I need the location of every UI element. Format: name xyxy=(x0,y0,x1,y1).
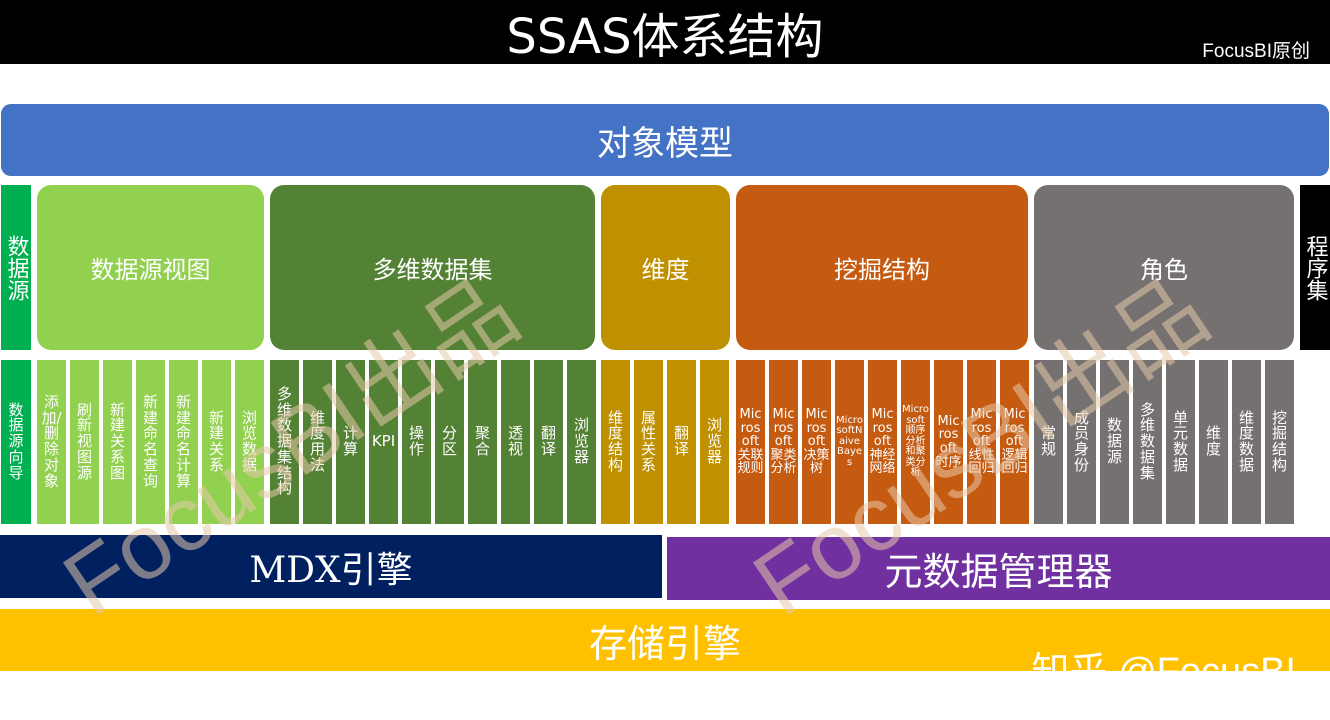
category-dimension: 维度 xyxy=(601,185,730,350)
item-label: 透视 xyxy=(507,424,523,458)
item-label: 属性关系 xyxy=(640,408,656,474)
item-roles: 常规 xyxy=(1034,360,1063,524)
item-label: 新建命名查询 xyxy=(142,392,158,490)
item-label: 多维数据集结构 xyxy=(276,384,292,498)
item-label: 常规 xyxy=(1040,424,1056,458)
item-label: 计算 xyxy=(342,424,358,458)
item-dimension: 维度结构 xyxy=(601,360,630,524)
assembly-side-label: 程序集 xyxy=(1302,234,1328,301)
item-cube: 翻译 xyxy=(534,360,563,524)
item-label: 添加/删除对象 xyxy=(41,392,62,490)
item-dsv: 新建关系 xyxy=(202,360,231,524)
item-label: Microsoft线性回归 xyxy=(968,406,995,477)
item-cube: 多维数据集结构 xyxy=(270,360,299,524)
item-label: Microsoft顺序分析和聚类分析 xyxy=(902,404,929,479)
category-roles: 角色 xyxy=(1034,185,1294,350)
object-model-bar: 对象模型 xyxy=(1,104,1329,176)
item-label: 翻译 xyxy=(673,424,689,458)
category-data-source-view: 数据源视图 xyxy=(37,185,264,350)
item-label: 挖掘结构 xyxy=(1271,408,1287,474)
storage-engine-bar: 存储引擎 xyxy=(0,609,1330,671)
item-label: 浏览器 xyxy=(706,416,722,466)
item-cube: 浏览器 xyxy=(567,360,596,524)
item-cube: 操作 xyxy=(402,360,431,524)
item-roles: 维度数据 xyxy=(1232,360,1261,524)
item-roles: 挖掘结构 xyxy=(1265,360,1294,524)
mdx-engine-bar: MDX引擎 xyxy=(0,535,662,598)
item-label: Microsoft时序 xyxy=(935,413,962,470)
item-label: 聚合 xyxy=(474,424,490,458)
item-mining: Microsoft关联规则 xyxy=(736,360,765,524)
metadata-manager-bar: 元数据管理器 xyxy=(667,537,1330,600)
datasource-side-label: 数据源 xyxy=(3,234,29,301)
item-roles: 维度 xyxy=(1199,360,1228,524)
zhihu-watermark: 知乎 @FocusBI xyxy=(1031,651,1296,693)
item-cube: 聚合 xyxy=(468,360,497,524)
item-label: 数据源向导 xyxy=(8,400,24,482)
item-label: 单元数据 xyxy=(1172,408,1188,474)
item-cube: KPI xyxy=(369,360,398,524)
page-title: SSAS体系结构 xyxy=(506,9,824,65)
item-dimension: 翻译 xyxy=(667,360,696,524)
item-label: Microsoft决策树 xyxy=(803,406,830,477)
item-label: Microsoft聚类分析 xyxy=(770,406,797,477)
item-mining: Microsoft聚类分析 xyxy=(769,360,798,524)
item-dsv: 浏览数据 xyxy=(235,360,264,524)
item-roles: 数据源 xyxy=(1100,360,1129,524)
item-label: MicrosoftNaiveBayes xyxy=(836,414,863,468)
item-label: 分区 xyxy=(441,424,457,458)
item-roles: 多维数据集 xyxy=(1133,360,1162,524)
category-mining-structure: 挖掘结构 xyxy=(736,185,1028,350)
item-dsv: 新建关系图 xyxy=(103,360,132,524)
item-label: 操作 xyxy=(408,424,424,458)
datasource-side-box: 数据源 xyxy=(1,185,31,350)
item-datasource: 数据源向导 xyxy=(1,360,31,524)
item-label: 成员身份 xyxy=(1073,408,1089,474)
item-mining: Microsoft时序 xyxy=(934,360,963,524)
assembly-side-box: 程序集 xyxy=(1300,185,1330,350)
item-mining: Microsoft神经网络 xyxy=(868,360,897,524)
category-cube: 多维数据集 xyxy=(270,185,595,350)
item-label: 维度用法 xyxy=(309,408,325,474)
item-label: 多维数据集 xyxy=(1139,400,1155,482)
item-dimension: 属性关系 xyxy=(634,360,663,524)
item-label: 新建命名计算 xyxy=(175,392,191,490)
credit-label: FocusBI原创 xyxy=(1202,41,1310,62)
item-roles: 成员身份 xyxy=(1067,360,1096,524)
item-label: 维度 xyxy=(1205,424,1221,458)
item-mining: Microsoft顺序分析和聚类分析 xyxy=(901,360,930,524)
item-cube: 计算 xyxy=(336,360,365,524)
item-mining: Microsoft决策树 xyxy=(802,360,831,524)
item-label: 维度结构 xyxy=(607,408,623,474)
item-mining: Microsoft线性回归 xyxy=(967,360,996,524)
item-label: 翻译 xyxy=(540,424,556,458)
item-dsv: 新建命名查询 xyxy=(136,360,165,524)
item-cube: 维度用法 xyxy=(303,360,332,524)
item-dsv: 添加/删除对象 xyxy=(37,360,66,524)
item-label: Microsoft逻辑回归 xyxy=(1001,406,1028,477)
item-dimension: 浏览器 xyxy=(700,360,729,524)
item-label: 新建关系 xyxy=(208,408,224,474)
item-cube: 透视 xyxy=(501,360,530,524)
item-label: 浏览器 xyxy=(573,416,589,466)
item-label: KPI xyxy=(371,432,396,451)
item-cube: 分区 xyxy=(435,360,464,524)
item-label: 刷新视图源 xyxy=(76,400,92,482)
item-label: 数据源 xyxy=(1106,416,1122,466)
item-mining: MicrosoftNaiveBayes xyxy=(835,360,864,524)
item-roles: 单元数据 xyxy=(1166,360,1195,524)
item-label: 维度数据 xyxy=(1238,408,1254,474)
title-bar xyxy=(0,0,1330,64)
item-label: 新建关系图 xyxy=(109,400,125,482)
item-label: Microsoft关联规则 xyxy=(737,406,764,477)
item-mining: Microsoft逻辑回归 xyxy=(1000,360,1029,524)
item-dsv: 新建命名计算 xyxy=(169,360,198,524)
item-label: 浏览数据 xyxy=(241,408,257,474)
item-dsv: 刷新视图源 xyxy=(70,360,99,524)
item-label: Microsoft神经网络 xyxy=(869,406,896,477)
